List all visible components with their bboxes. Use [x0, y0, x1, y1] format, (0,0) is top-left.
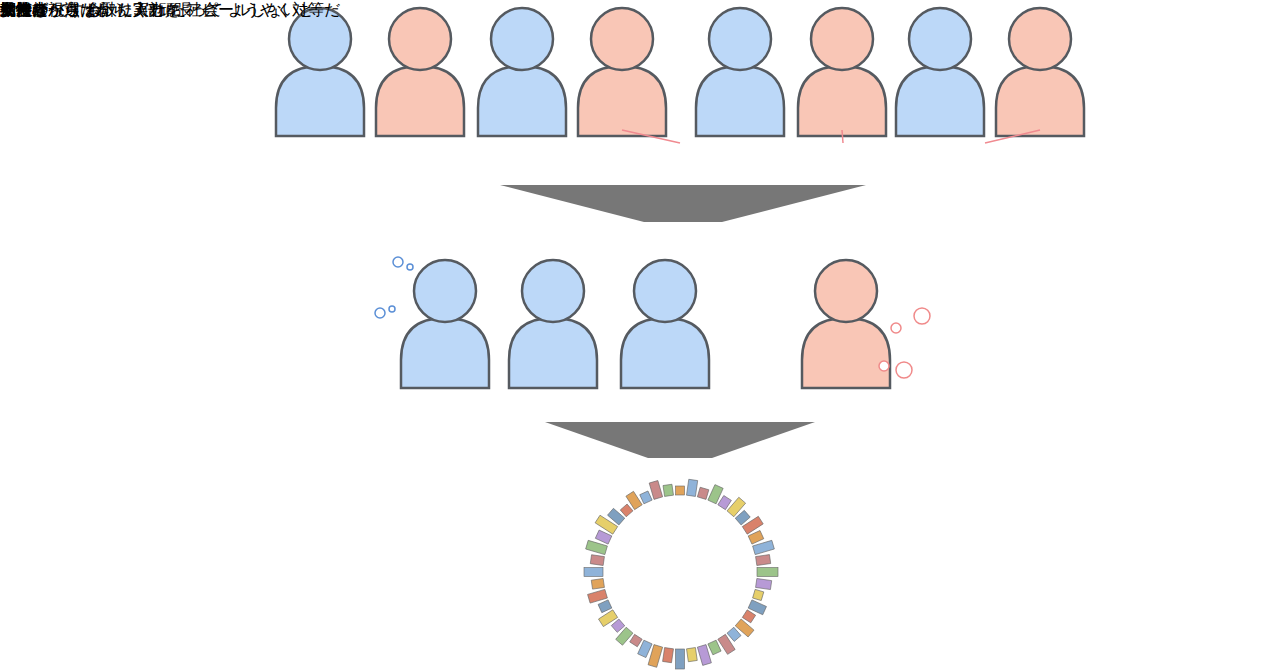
- building: [687, 648, 698, 662]
- building: [598, 600, 612, 613]
- building: [708, 640, 721, 655]
- building: [753, 540, 775, 554]
- building: [588, 589, 608, 603]
- thought-bubble: [896, 362, 912, 378]
- person-figure: [621, 260, 709, 388]
- person-figure: [376, 8, 464, 136]
- building: [718, 496, 732, 510]
- person-figure: [802, 260, 890, 388]
- building: [626, 491, 642, 509]
- node-text: 女性の視点 も取り入れ た社会: [0, 0, 218, 21]
- building: [753, 589, 764, 600]
- person-figure: [401, 260, 489, 388]
- building: [687, 479, 698, 496]
- building: [640, 491, 652, 504]
- person-figure: [478, 8, 566, 136]
- building: [663, 484, 673, 496]
- building: [697, 487, 708, 499]
- building: [620, 504, 633, 517]
- building: [757, 568, 778, 577]
- flow-arrow: [545, 422, 815, 458]
- thought-bubble: [879, 361, 889, 371]
- building: [663, 648, 674, 663]
- town-ring: [584, 479, 778, 669]
- building: [630, 634, 642, 646]
- person-figure: [578, 8, 666, 136]
- thought-bubble: [375, 308, 385, 318]
- thought-bubble: [891, 323, 901, 333]
- building: [742, 610, 755, 623]
- person-figure: [798, 8, 886, 136]
- society-globe: 女性の視点 も取り入れ た社会: [0, 0, 218, 21]
- person-figure: [696, 8, 784, 136]
- person-figure: [276, 8, 364, 136]
- building: [676, 486, 685, 495]
- person-figure: [896, 8, 984, 136]
- building: [590, 555, 604, 566]
- thought-bubble: [393, 257, 403, 267]
- building: [649, 481, 662, 500]
- building: [584, 568, 603, 577]
- thought-bubble: [389, 306, 395, 312]
- thought-bubble: [914, 308, 930, 324]
- thought-bubble: [407, 264, 413, 270]
- building: [591, 579, 604, 590]
- building: [697, 645, 711, 666]
- flow-arrow: [500, 185, 866, 222]
- person-figure: [996, 8, 1084, 136]
- building: [748, 531, 764, 545]
- leader-line: [985, 130, 1040, 143]
- leader-line: [842, 130, 843, 143]
- building: [756, 555, 771, 566]
- building: [727, 627, 741, 641]
- building: [756, 579, 772, 590]
- person-figure: [509, 260, 597, 388]
- building: [676, 649, 685, 669]
- leader-line: [622, 130, 680, 143]
- building: [611, 619, 624, 632]
